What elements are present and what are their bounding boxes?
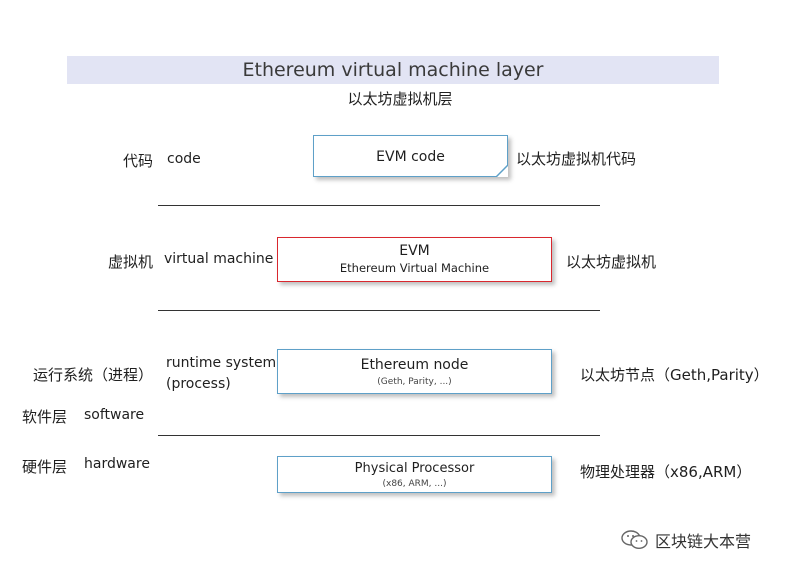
code-label-cn: 代码: [123, 152, 154, 170]
diagram-title: Ethereum virtual machine layer: [242, 59, 544, 81]
hardware-right-label: 物理处理器（x86,ARM）: [580, 463, 752, 481]
divider-line: [158, 310, 600, 311]
evm-code-box: EVM code: [313, 135, 508, 177]
vm-label-en: virtual machine: [164, 251, 274, 267]
hardware-label-en: hardware: [84, 456, 150, 472]
divider-line: [158, 205, 600, 206]
title-bar: [67, 56, 719, 84]
evm-box-label: EVM: [399, 243, 430, 259]
software-label-en: software: [84, 407, 145, 423]
physical-processor-box-sublabel: (x86, ARM, ...): [382, 479, 447, 489]
vm-label-cn: 虚拟机: [108, 253, 154, 271]
ethereum-node-box: Ethereum node (Geth, Parity, ...): [277, 349, 552, 394]
runtime-label-cn: 运行系统（进程）: [33, 366, 154, 384]
vm-right-label: 以太坊虚拟机: [566, 253, 657, 271]
diagram-subtitle: 以太坊虚拟机层: [347, 90, 453, 108]
evm-box: EVM Ethereum Virtual Machine: [277, 237, 552, 282]
hardware-label-cn: 硬件层: [22, 458, 68, 476]
runtime-label-en-1: runtime system: [166, 355, 277, 371]
evm-box-sublabel: Ethereum Virtual Machine: [339, 261, 490, 275]
ethereum-node-box-sublabel: (Geth, Parity, ...): [377, 377, 452, 387]
evm-code-box-label: EVM code: [376, 149, 445, 165]
runtime-label-en-2: (process): [166, 376, 231, 392]
physical-processor-box-label: Physical Processor: [354, 461, 475, 476]
code-label-en: code: [167, 151, 201, 167]
page-fold-icon: [496, 165, 508, 177]
runtime-right-label: 以太坊节点（Geth,Parity）: [580, 366, 769, 384]
watermark-text: 区块链大本营: [655, 532, 752, 551]
ethereum-node-box-label: Ethereum node: [360, 357, 469, 373]
physical-processor-box: Physical Processor (x86, ARM, ...): [277, 456, 552, 493]
wechat-icon: [621, 530, 648, 550]
divider-line: [158, 435, 600, 436]
software-label-cn: 软件层: [22, 408, 68, 426]
code-right-label: 以太坊虚拟机代码: [516, 150, 637, 168]
